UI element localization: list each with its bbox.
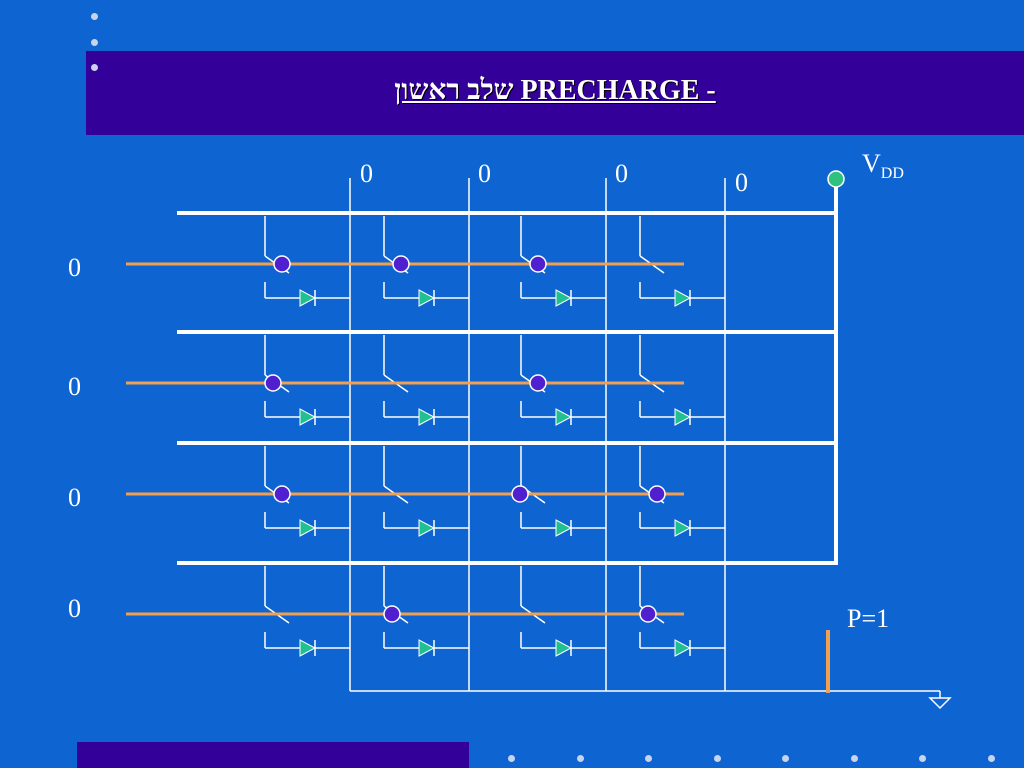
column-label-1: 0 <box>360 159 373 188</box>
footer-dot <box>919 755 926 762</box>
cell-r2-c4 <box>639 335 725 426</box>
bullet-dot <box>91 64 98 71</box>
footer-bar <box>77 742 469 768</box>
diode-triangle <box>418 639 436 657</box>
diode-triangle <box>555 519 573 537</box>
transistor-dot-r2-c1 <box>264 374 282 392</box>
vdd-main: V <box>862 149 881 178</box>
diode-triangle <box>299 639 317 657</box>
precharge-label: P=1 <box>847 604 889 633</box>
diode-triangle <box>418 519 436 537</box>
diode-triangle <box>418 408 436 426</box>
transistor-dot-r4-c2 <box>383 605 401 623</box>
diode-triangle <box>418 289 436 307</box>
column-label-2: 0 <box>478 159 491 188</box>
bullet-dot <box>91 13 98 20</box>
footer-dot <box>645 755 652 762</box>
vdd-subscript: DD <box>881 165 904 182</box>
row-label-2: 0 <box>68 372 81 401</box>
footer-dot <box>987 755 995 762</box>
diode-triangle <box>674 519 692 537</box>
diode-triangle <box>674 408 692 426</box>
diode-triangle <box>299 408 317 426</box>
cell-r3-c3 <box>520 446 606 537</box>
transistor-dot-r1-c3 <box>529 255 547 273</box>
ground-symbol <box>928 697 952 710</box>
transistor-dot-r1-c1 <box>273 255 291 273</box>
cell-r1-c4 <box>639 216 725 307</box>
footer-dot <box>713 755 721 762</box>
diode-triangle <box>674 639 692 657</box>
circuit-wires <box>177 170 952 710</box>
row-label-3: 0 <box>68 483 81 512</box>
diode-triangle <box>299 519 317 537</box>
cell-r3-c4 <box>639 446 725 537</box>
footer-dot <box>576 755 584 762</box>
title-bar: שלב ראשון PRECHARGE - <box>86 51 1024 135</box>
cell-r3-c2 <box>383 446 469 537</box>
cell-r4-c1 <box>264 566 350 657</box>
diode-triangle <box>299 289 317 307</box>
transistor-dot-r3-c4 <box>648 485 666 503</box>
slide-title: שלב ראשון PRECHARGE - <box>394 75 716 106</box>
diode-triangle <box>674 289 692 307</box>
bullet-dot <box>91 39 98 46</box>
footer-dot <box>850 755 858 762</box>
row-label-1: 0 <box>68 253 81 282</box>
column-label-4: 0 <box>735 168 748 197</box>
transistor-dot-r3-c1 <box>273 485 291 503</box>
transistor-dots <box>264 255 666 623</box>
vdd-node <box>827 170 845 188</box>
transistor-dot-r3-c3 <box>511 485 529 503</box>
footer-dot <box>508 755 515 762</box>
vdd-label: VDD <box>862 149 904 182</box>
row-label-4: 0 <box>68 594 81 623</box>
column-label-3: 0 <box>615 159 628 188</box>
footer-dot <box>782 755 789 762</box>
diode-triangle <box>555 289 573 307</box>
diode-triangle <box>555 639 573 657</box>
cell-r4-c3 <box>520 566 606 657</box>
transistor-dot-r2-c3 <box>529 374 547 392</box>
cell-r2-c2 <box>383 335 469 426</box>
transistor-dot-r4-c4 <box>639 605 657 623</box>
transistor-dot-r1-c2 <box>392 255 410 273</box>
memory-cells <box>264 216 725 657</box>
diode-triangle <box>555 408 573 426</box>
